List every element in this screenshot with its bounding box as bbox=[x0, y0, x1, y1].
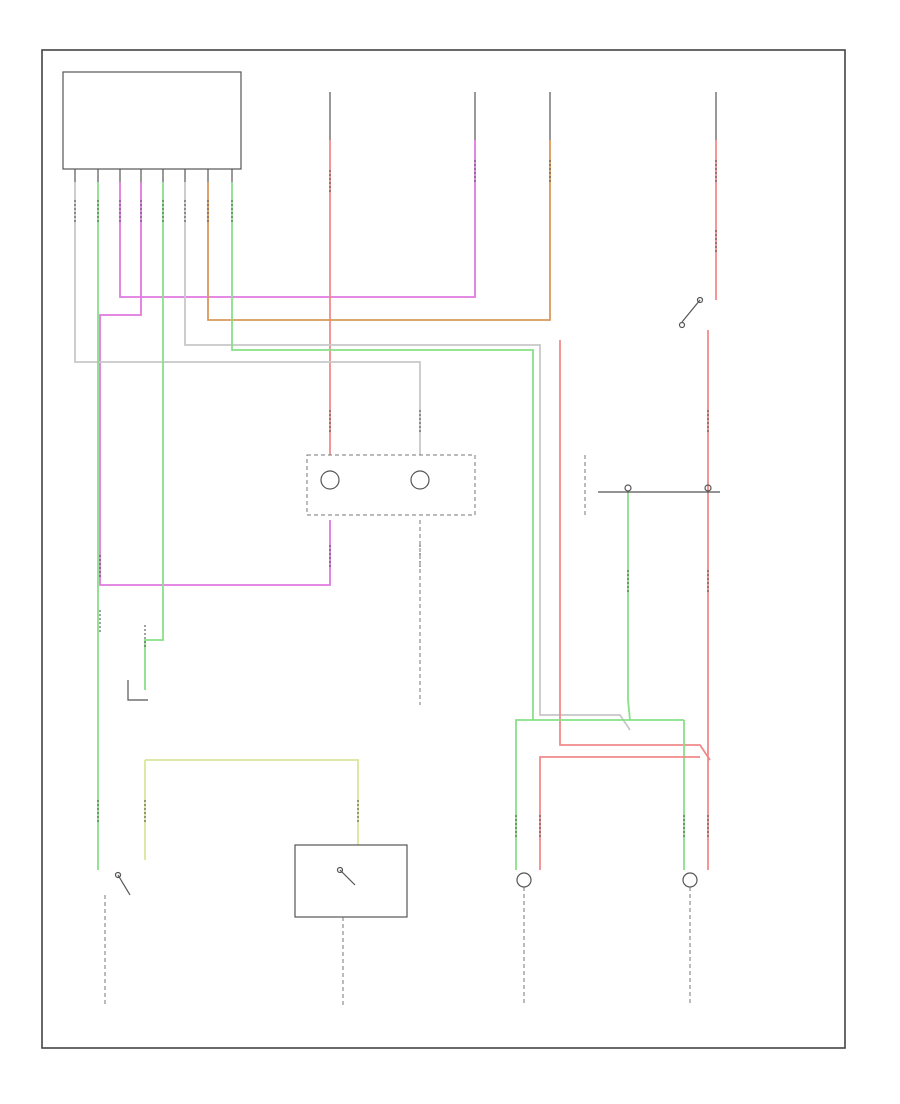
dimmer-switch bbox=[294, 844, 408, 918]
wire-gray-left bbox=[74, 182, 421, 455]
left-indicator-bulb bbox=[320, 470, 340, 490]
headlamp-switch-assembly bbox=[584, 455, 720, 515]
wire-yellow-green bbox=[145, 759, 359, 845]
wire-pink-left bbox=[99, 182, 331, 586]
wire-red-relay bbox=[559, 340, 711, 761]
brake-switch bbox=[114, 871, 131, 896]
wire-harness bbox=[74, 140, 717, 870]
ground-symbol bbox=[127, 680, 148, 701]
ground-connections bbox=[104, 520, 691, 1005]
relay-contact bbox=[678, 296, 704, 329]
wire-pink-bus bbox=[119, 140, 476, 298]
right-headlamp bbox=[682, 872, 698, 888]
control-module bbox=[62, 71, 242, 182]
wire-green-module bbox=[231, 182, 534, 720]
wire-gray bbox=[184, 182, 631, 731]
left-headlamp bbox=[516, 872, 532, 888]
wire-orange bbox=[207, 140, 551, 321]
fuse-taps bbox=[329, 92, 717, 140]
wire-green-module-2 bbox=[144, 182, 164, 690]
diagram-border bbox=[41, 49, 846, 1049]
indicator-bulbs-assembly bbox=[306, 454, 476, 516]
right-indicator-bulb bbox=[410, 470, 430, 490]
module-terminals bbox=[74, 169, 233, 182]
wire-green-switch bbox=[627, 492, 631, 721]
wire-red-left-lamp bbox=[539, 756, 700, 870]
wire-green-left-lamp bbox=[515, 719, 684, 870]
